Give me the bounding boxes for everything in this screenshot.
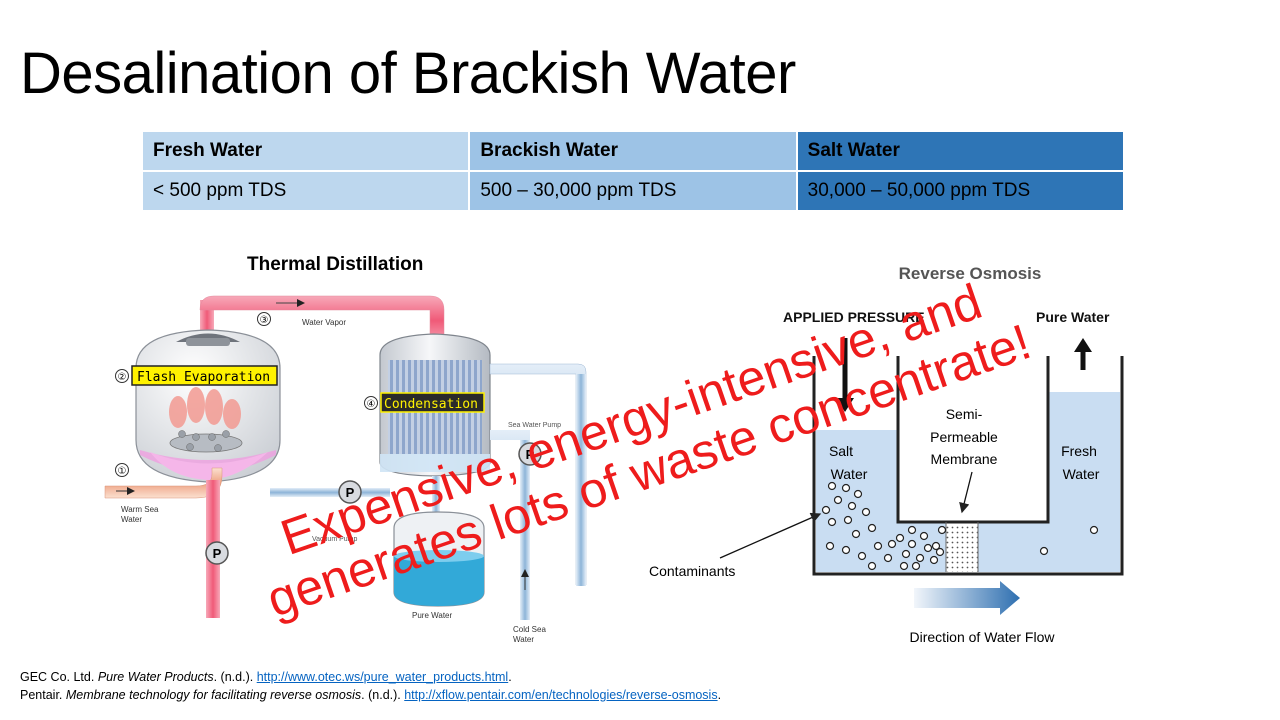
ro-salt-label-1: Salt — [829, 443, 853, 459]
header-fresh-water: Fresh Water — [140, 130, 471, 172]
step-4-number: ④ — [367, 399, 376, 410]
ref1-date: . (n.d.). — [213, 670, 257, 684]
pure-water-arrow-icon — [1074, 338, 1092, 352]
table-row: < 500 ppm TDS 500 – 30,000 ppm TDS 30,00… — [140, 170, 1126, 212]
step-3-marker — [257, 312, 271, 326]
flash-evaporation-badge — [131, 365, 278, 386]
vacuum-pump — [338, 480, 362, 504]
vacuum-pump-label: Vacuum Pump — [312, 536, 357, 543]
membrane-label-2: Permeable — [930, 429, 998, 445]
pressure-arrow-icon — [836, 398, 854, 412]
ro-pure-water-label: Pure Water — [1036, 309, 1110, 325]
vacuum-pipe — [270, 488, 390, 497]
ro-salt-label-2: Water — [831, 466, 868, 482]
reverse-osmosis-diagram: Reverse Osmosis APPLIED PRESSURE Pure Wa… — [649, 264, 1124, 645]
ro-fresh-label-2: Water — [1063, 466, 1100, 482]
brine-pump — [205, 541, 229, 565]
fresh-water-fill — [1048, 392, 1120, 572]
reference-1: GEC Co. Ltd. Pure Water Products. (n.d.)… — [20, 668, 721, 686]
ref1-title: Pure Water Products — [97, 670, 214, 684]
condensation-label: Condensation — [384, 397, 478, 412]
vacuum-pump-letter: P — [346, 485, 355, 500]
flow-direction-label: Direction of Water Flow — [910, 629, 1056, 645]
ref1-link[interactable]: http://www.otec.ws/pure_water_products.h… — [256, 670, 509, 684]
flow-direction-arrow-icon — [914, 581, 1020, 615]
table-header-row: Fresh Water Brackish Water Salt Water — [140, 130, 1126, 172]
step-1-number: ① — [118, 466, 127, 477]
slide-title: Desalination of Brackish Water — [20, 41, 796, 106]
ro-fresh-label-1: Fresh — [1061, 443, 1097, 459]
water-classification-table: Fresh Water Brackish Water Salt Water < … — [140, 130, 1126, 212]
reference-2: Pentair. Membrane technology for facilit… — [20, 686, 721, 704]
contaminant-particles — [821, 481, 1099, 571]
semi-permeable-membrane — [946, 522, 978, 572]
warm-sea-water-label-1: Warm Sea — [121, 505, 159, 514]
ro-container — [812, 356, 1124, 576]
condensation-badge — [380, 392, 485, 413]
references: GEC Co. Ltd. Pure Water Products. (n.d.)… — [20, 668, 721, 704]
ro-divider — [896, 356, 1050, 524]
ref2-title: Membrane technology for facilitating rev… — [65, 688, 362, 702]
value-brackish-water: 500 – 30,000 ppm TDS — [468, 170, 798, 212]
thermal-distillation-diagram: ③ Water Vapor ② Flash Evaporati — [104, 295, 587, 644]
ref2-end: . — [717, 688, 722, 702]
ref2-link[interactable]: http://xflow.pentair.com/en/technologies… — [404, 688, 718, 702]
seawater-pump-label: Sea Water Pump — [508, 422, 561, 429]
cold-sea-water-pipe-vertical — [520, 440, 530, 620]
seawater-pump-letter: P — [526, 447, 535, 462]
ref2-date: . (n.d.). — [361, 688, 405, 702]
ref2-author: Pentair. — [20, 688, 66, 702]
membrane-pointer — [959, 471, 973, 514]
vapor-pipe-top — [199, 295, 445, 346]
value-fresh-water: < 500 ppm TDS — [140, 170, 471, 212]
flash-evaporation-label: Flash Evaporation — [137, 370, 270, 385]
cold-sea-water-label-1: Cold Sea — [513, 625, 546, 634]
brine-pump-letter: P — [213, 546, 222, 561]
header-salt-water: Salt Water — [795, 130, 1126, 172]
membrane-label-1: Semi- — [946, 406, 983, 422]
ro-title: Reverse Osmosis — [899, 264, 1042, 283]
contaminants-pointer — [719, 512, 822, 559]
seawater-pump — [518, 442, 542, 466]
step-1-marker — [115, 463, 129, 477]
warm-sea-water-label-2: Water — [121, 515, 142, 524]
header-brackish-water: Brackish Water — [468, 130, 798, 172]
ref1-author: GEC Co. Ltd. — [20, 670, 98, 684]
contaminants-label: Contaminants — [649, 563, 735, 579]
pure-water-label: Pure Water — [412, 611, 452, 620]
ref1-end: . — [508, 670, 512, 684]
pure-water-tank — [393, 511, 485, 607]
applied-pressure-label: APPLIED PRESSURE — [783, 309, 925, 325]
membrane-label-3: Membrane — [931, 451, 998, 467]
thermal-distillation-label: Thermal Distillation — [247, 254, 424, 275]
water-vapor-label: Water Vapor — [302, 318, 346, 327]
step-2-marker — [115, 369, 129, 383]
step-3-number: ③ — [260, 315, 269, 326]
step-4-marker — [364, 396, 378, 410]
value-salt-water: 30,000 – 50,000 ppm TDS — [795, 170, 1126, 212]
flash-evaporation-vessel — [135, 329, 281, 483]
cooling-outlet-pipe-vertical — [576, 374, 586, 586]
cold-sea-water-label-2: Water — [513, 635, 534, 644]
step-2-number: ② — [118, 372, 127, 383]
pure-water-pipe — [432, 476, 440, 516]
